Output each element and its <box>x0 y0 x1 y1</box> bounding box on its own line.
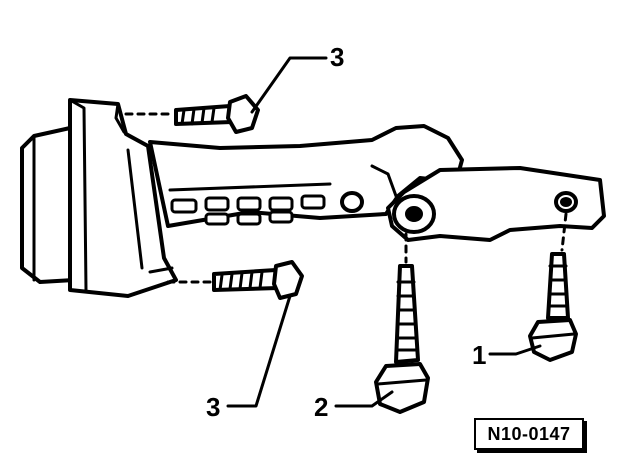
figure-code-label: N10-0147 <box>474 418 584 450</box>
bolt-2 <box>374 232 430 414</box>
bolt-3-upper <box>124 94 260 134</box>
bolt-3-lower <box>166 260 304 300</box>
callout-bolt-3-upper: 3 <box>330 42 345 72</box>
arm-ribbing <box>168 182 332 226</box>
callout-bolt-1: 1 <box>472 340 487 370</box>
bolt-1 <box>528 212 578 362</box>
callout-bolt-2: 2 <box>314 392 329 422</box>
leader-lines <box>226 56 542 408</box>
callout-bolt-3-lower: 3 <box>206 392 221 422</box>
mount-housing <box>20 98 178 298</box>
